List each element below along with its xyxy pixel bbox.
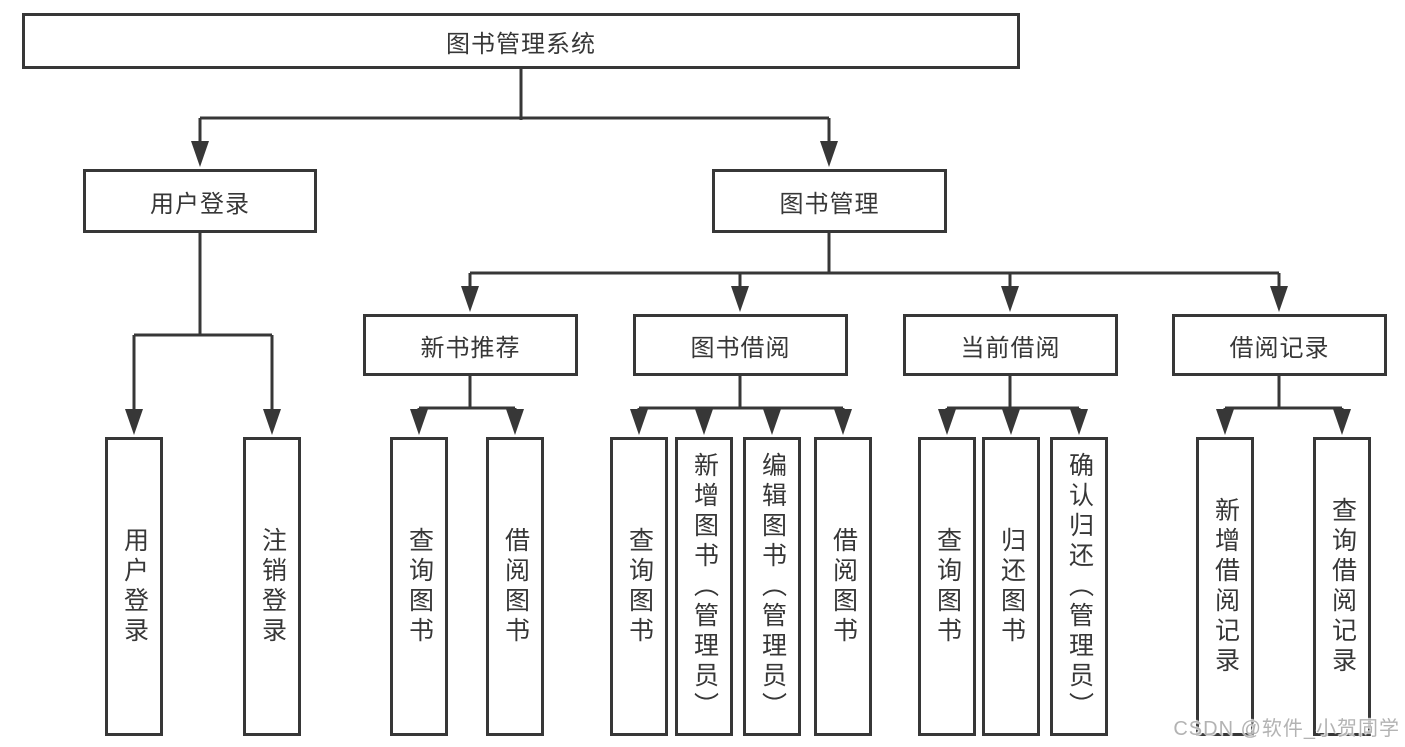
node-borrow-records-label: 借阅记录 <box>1229 334 1330 362</box>
leaf-query-book-current-label: 查询图书 <box>933 526 962 647</box>
leaf-user-login-label: 用户登录 <box>120 526 149 647</box>
leaf-return-book: 归还图书 <box>982 437 1040 736</box>
leaf-confirm-return-admin: 确认归还（管理员） <box>1050 437 1108 736</box>
leaf-query-borrow-record: 查询借阅记录 <box>1313 437 1371 736</box>
leaf-query-book-recommend-label: 查询图书 <box>405 526 434 647</box>
leaf-add-borrow-record-label: 新增借阅记录 <box>1211 496 1240 677</box>
leaf-edit-book-admin: 编辑图书（管理员） <box>743 437 801 736</box>
node-book-management: 图书管理 <box>712 169 947 233</box>
leaf-query-book-recommend: 查询图书 <box>390 437 448 736</box>
node-user-login: 用户登录 <box>83 169 317 233</box>
leaf-borrow-book-recommend-label: 借阅图书 <box>501 526 530 647</box>
leaf-query-book-borrowing: 查询图书 <box>610 437 668 736</box>
node-new-book-recommend-label: 新书推荐 <box>420 334 521 362</box>
node-current-borrowing: 当前借阅 <box>903 314 1118 376</box>
node-user-login-label: 用户登录 <box>150 190 250 218</box>
leaf-confirm-return-admin-label: 确认归还（管理员） <box>1065 451 1094 722</box>
leaf-add-book-admin-label: 新增图书（管理员） <box>690 451 719 722</box>
csdn-watermark: CSDN @软件_小贺同学 <box>1173 718 1400 740</box>
leaf-borrow-book-recommend: 借阅图书 <box>486 437 544 736</box>
leaf-return-book-label: 归还图书 <box>997 526 1026 647</box>
leaf-query-book-borrowing-label: 查询图书 <box>625 526 654 647</box>
node-current-borrowing-label: 当前借阅 <box>960 334 1061 362</box>
node-book-borrowing: 图书借阅 <box>633 314 848 376</box>
leaf-query-book-current: 查询图书 <box>918 437 976 736</box>
leaf-borrow-book-borrowing-label: 借阅图书 <box>829 526 858 647</box>
node-root-label: 图书管理系统 <box>446 30 596 58</box>
leaf-borrow-book-borrowing: 借阅图书 <box>814 437 872 736</box>
node-book-borrowing-label: 图书借阅 <box>690 334 791 362</box>
leaf-add-borrow-record: 新增借阅记录 <box>1196 437 1254 736</box>
node-book-management-label: 图书管理 <box>779 190 880 218</box>
leaf-logout-label: 注销登录 <box>258 526 287 647</box>
node-new-book-recommend: 新书推荐 <box>363 314 578 376</box>
leaf-add-book-admin: 新增图书（管理员） <box>675 437 733 736</box>
node-borrow-records: 借阅记录 <box>1172 314 1387 376</box>
leaf-edit-book-admin-label: 编辑图书（管理员） <box>758 451 787 722</box>
leaf-query-borrow-record-label: 查询借阅记录 <box>1328 496 1357 677</box>
node-root: 图书管理系统 <box>22 13 1020 69</box>
leaf-logout: 注销登录 <box>243 437 301 736</box>
leaf-user-login: 用户登录 <box>105 437 163 736</box>
